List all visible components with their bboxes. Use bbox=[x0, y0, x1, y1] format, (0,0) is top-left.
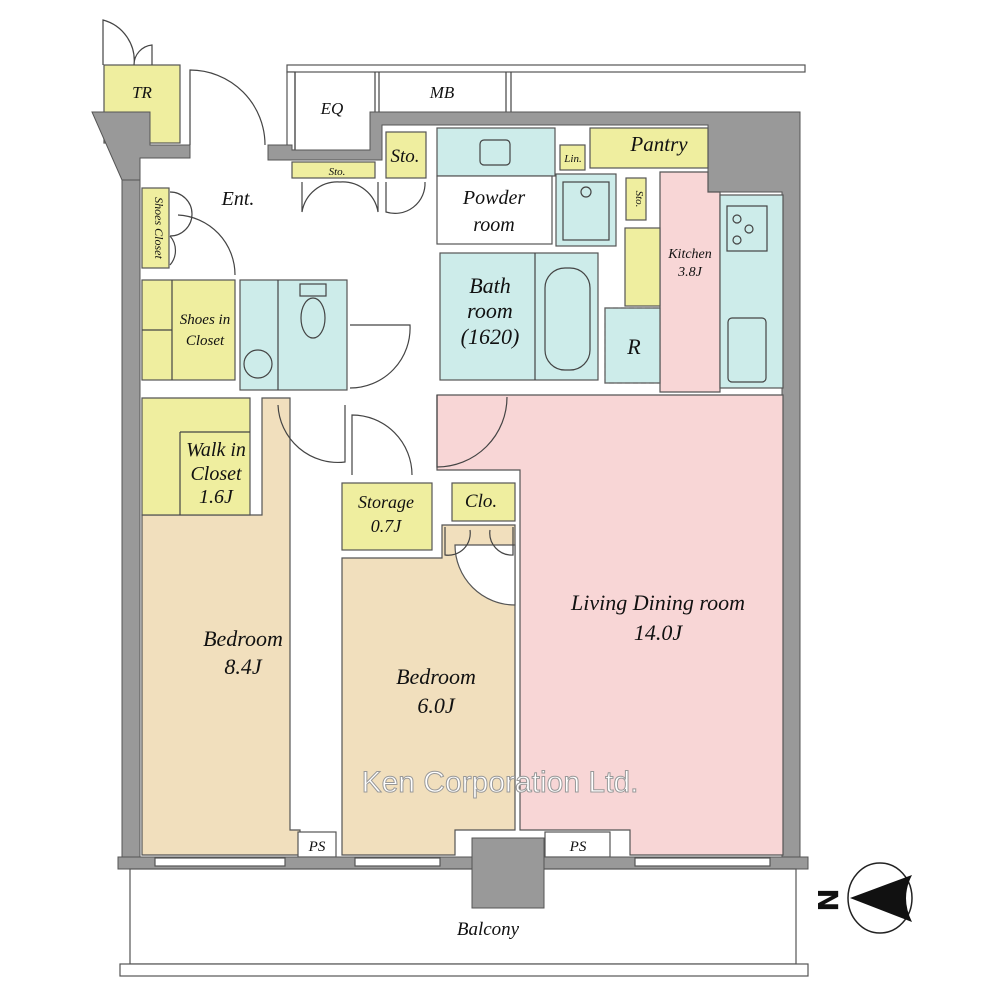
living-dining-room bbox=[436, 394, 784, 856]
toilet-icon bbox=[300, 297, 326, 339]
label-wic: Walk in bbox=[186, 439, 246, 461]
label-mb: MB bbox=[429, 83, 455, 102]
label-sto-kitchen: Sto. bbox=[633, 191, 645, 208]
stove-icon bbox=[726, 205, 768, 252]
label-wic-size: 1.6J bbox=[199, 486, 234, 508]
bedroom-2 bbox=[341, 524, 516, 856]
label-pantry: Pantry bbox=[629, 132, 688, 156]
closet bbox=[451, 482, 516, 522]
label-shoes-in-closet: Shoes in bbox=[180, 312, 230, 328]
pantry bbox=[589, 127, 709, 169]
ps-2 bbox=[544, 831, 611, 858]
label-shoes-in-closet-2: Closet bbox=[186, 333, 225, 349]
sink-icon bbox=[243, 349, 273, 379]
kitchen-floor bbox=[659, 171, 721, 393]
shower-area bbox=[555, 173, 617, 247]
bedroom-1 bbox=[141, 397, 301, 856]
label-bath: Bath bbox=[469, 273, 511, 298]
label-powder-2: room bbox=[473, 214, 514, 236]
hall-storage bbox=[291, 161, 376, 179]
watermark: Ken Corporation Ltd. bbox=[362, 766, 639, 799]
label-bedroom-2: Bedroom bbox=[396, 664, 476, 689]
label-clo: Clo. bbox=[465, 491, 497, 512]
label-kitchen-size: 3.8J bbox=[677, 265, 703, 280]
label-bedroom-1: Bedroom bbox=[203, 626, 283, 651]
label-tr: TR bbox=[132, 83, 152, 102]
label-wic-2: Closet bbox=[190, 463, 242, 485]
label-storage-size: 0.7J bbox=[371, 516, 403, 536]
label-ps-2: PS bbox=[569, 839, 587, 855]
washbasin-icon bbox=[479, 139, 511, 166]
label-living-dining: Living Dining room bbox=[570, 590, 745, 615]
bathroom bbox=[439, 252, 599, 381]
sto-closet bbox=[385, 131, 427, 179]
label-bath-2: room bbox=[467, 298, 513, 323]
label-bath-size: (1620) bbox=[461, 324, 520, 349]
label-sto: Sto. bbox=[390, 146, 419, 167]
linen-closet bbox=[559, 144, 586, 171]
balcony bbox=[129, 868, 797, 965]
kitchen-storage bbox=[625, 177, 647, 221]
label-shoes-closet: Shoes Closet bbox=[152, 197, 166, 259]
walk-in-closet bbox=[141, 397, 251, 516]
shoes-closet bbox=[141, 187, 170, 269]
kitchen-counter bbox=[719, 194, 784, 389]
powder-room bbox=[436, 127, 556, 177]
column bbox=[471, 837, 545, 909]
label-refrigerator: R bbox=[626, 334, 641, 359]
label-entrance: Ent. bbox=[221, 188, 255, 210]
label-ps-1: PS bbox=[308, 839, 326, 855]
kitchen-sink-icon bbox=[727, 317, 767, 383]
label-storage: Storage bbox=[358, 492, 414, 512]
label-eq: EQ bbox=[320, 99, 344, 118]
label-bedroom-1-size: 8.4J bbox=[224, 654, 263, 679]
label-kitchen: Kitchen bbox=[667, 247, 712, 262]
label-powder: Powder bbox=[462, 187, 525, 209]
compass-icon bbox=[847, 862, 913, 934]
ps-1 bbox=[297, 831, 337, 858]
tr-door bbox=[102, 19, 153, 66]
storage bbox=[341, 482, 433, 551]
label-bedroom-2-size: 6.0J bbox=[417, 693, 456, 718]
bathtub-icon bbox=[544, 267, 591, 371]
label-balcony: Balcony bbox=[457, 919, 520, 940]
label-living-dining-size: 14.0J bbox=[634, 620, 684, 645]
toilet-room bbox=[239, 279, 348, 391]
label-lin: Lin. bbox=[563, 153, 581, 165]
compass-north-label: N bbox=[812, 888, 845, 911]
top-service-area bbox=[286, 64, 806, 151]
entrance-door bbox=[189, 69, 266, 146]
label-sto-small: Sto. bbox=[329, 166, 346, 178]
